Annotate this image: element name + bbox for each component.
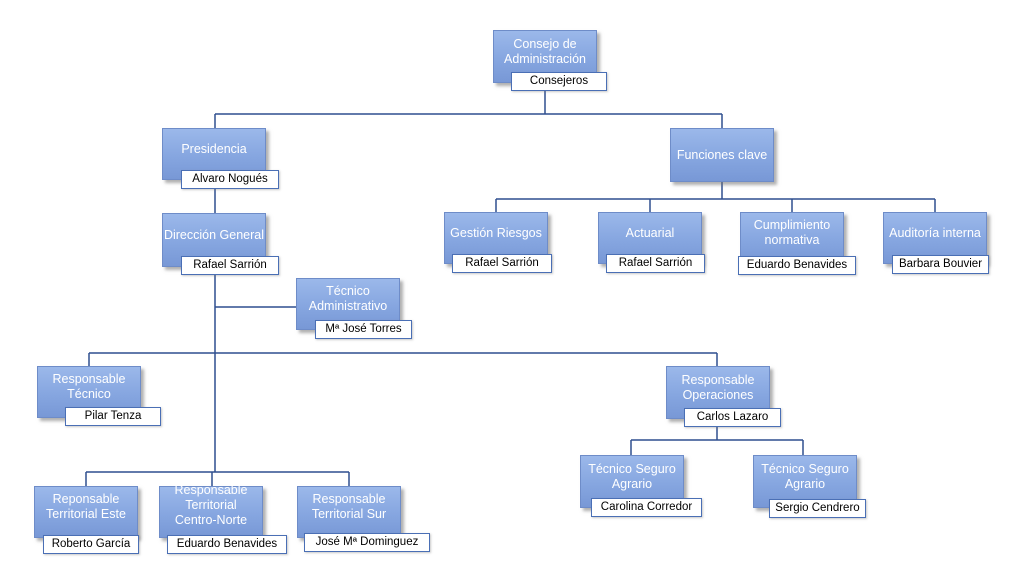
node-territorial-centro-norte[interactable]: Responsable Territorial Centro-Norte	[159, 482, 263, 538]
person-name-cumplimiento: Eduardo Benavides	[738, 256, 856, 275]
person-name-territorial-este: Roberto García	[43, 535, 139, 554]
node-title: Actuarial	[625, 225, 675, 240]
node-title: Técnico Administrativo	[308, 284, 388, 313]
person-name-gestion-riesgos: Rafael Sarrión	[452, 254, 552, 273]
person-name-direccion: Rafael Sarrión	[181, 256, 279, 275]
node-title: Responsable Territorial Centro-Norte	[174, 482, 248, 527]
person-name-seguro-2: Sergio Cendrero	[769, 499, 866, 518]
person-name-territorial-centro-norte: Eduardo Benavides	[167, 535, 287, 554]
node-territorial-sur[interactable]: Responsable Territorial Sur	[297, 486, 401, 538]
node-title: Responsable Operaciones	[681, 372, 755, 402]
node-title: Presidencia	[181, 141, 247, 156]
node-cumplimiento-normativa[interactable]: Cumplimiento normativa	[740, 212, 844, 264]
node-title: Auditoría interna	[889, 225, 981, 240]
node-title: Funciones clave	[676, 147, 768, 162]
node-title: Gestión Riesgos	[450, 225, 542, 240]
node-funciones-clave[interactable]: Funciones clave	[670, 128, 774, 182]
node-title: Técnico Seguro Agrario	[588, 461, 676, 491]
person-name-tecnico-administrativo: Mª José Torres	[315, 320, 412, 339]
person-name-territorial-sur: José Mª Dominguez	[304, 533, 430, 552]
person-name-responsable-tecnico: Pilar Tenza	[65, 407, 161, 426]
person-name-responsable-operaciones: Carlos Lazaro	[684, 408, 781, 427]
person-name-consejeros: Consejeros	[511, 72, 607, 91]
person-name-seguro-1: Carolina Corredor	[591, 498, 702, 517]
node-title: Responsable Técnico	[52, 372, 126, 401]
node-territorial-este[interactable]: Reponsable Territorial Este	[34, 486, 138, 538]
person-name-actuarial: Rafael Sarrión	[606, 254, 705, 273]
node-title: Responsable Territorial Sur	[311, 492, 387, 521]
node-title: Dirección General	[163, 227, 265, 242]
node-title: Técnico Seguro Agrario	[761, 461, 849, 491]
node-title: Cumplimiento normativa	[753, 218, 831, 247]
node-title: Consejo de Administración	[504, 36, 586, 66]
person-name-auditoria: Barbara Bouvier	[892, 255, 989, 274]
node-tecnico-administrativo[interactable]: Técnico Administrativo	[296, 278, 400, 330]
node-title: Reponsable Territorial Este	[46, 492, 126, 521]
person-name-presidencia: Alvaro Nogués	[181, 170, 279, 189]
